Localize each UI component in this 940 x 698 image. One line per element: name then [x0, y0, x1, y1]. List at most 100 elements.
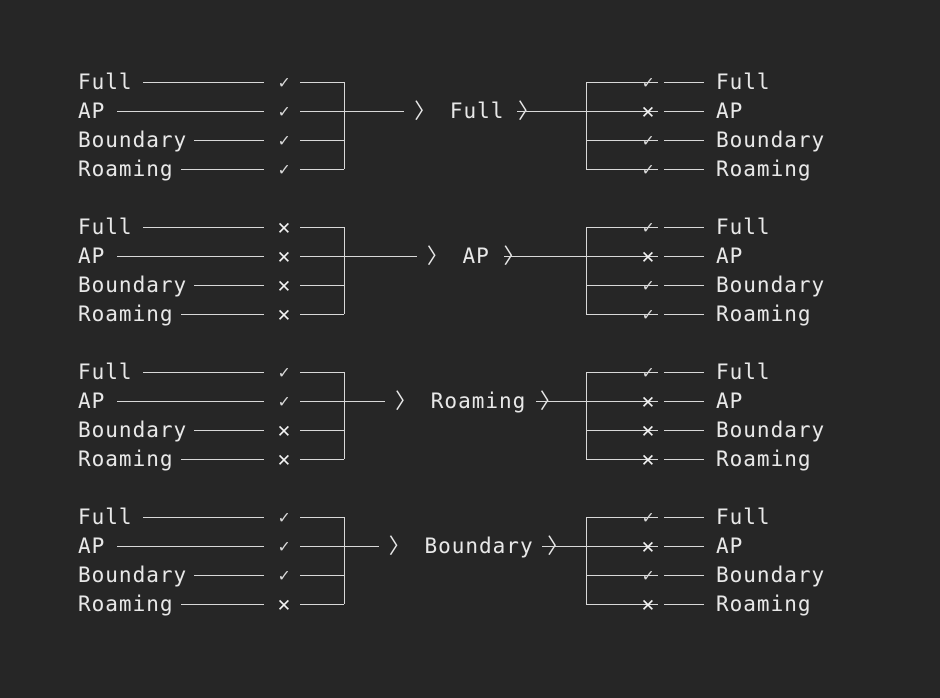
output-label: AP [716, 244, 744, 268]
input-stub [300, 546, 344, 547]
output-stub [586, 517, 658, 518]
input-label: Full [78, 70, 133, 94]
input-lead-wrap [78, 97, 264, 126]
output-label: Boundary [716, 128, 826, 152]
output-stub [586, 459, 658, 460]
input-stub [300, 111, 344, 112]
output-row: ✕AP [0, 532, 940, 561]
input-row: Roaming ✕ [0, 590, 940, 619]
center-connector-left [344, 111, 405, 112]
output-stub [586, 430, 658, 431]
output-bracket-spine [586, 517, 587, 604]
output-lead-line [664, 256, 704, 257]
output-stub [586, 604, 658, 605]
input-lead-wrap [78, 387, 264, 416]
output-stub [586, 314, 658, 315]
output-row: ✕ Roaming [0, 590, 940, 619]
input-lead-line [193, 140, 264, 141]
output-row: ✓ Roaming [0, 155, 940, 184]
output-stub [586, 256, 658, 257]
output-stub [586, 169, 658, 170]
input-label: Boundary [78, 418, 188, 442]
output-mark-no: ✕ [641, 592, 655, 616]
output-row: ✓Full [0, 358, 940, 387]
center-connector-right [516, 111, 586, 112]
input-lead-wrap [78, 445, 264, 474]
input-label: Roaming [78, 157, 174, 181]
transition-center-label: 〉 Boundary 〉 [388, 534, 570, 558]
input-row: Boundary✓ [0, 126, 940, 155]
output-lead-wrap [664, 155, 710, 184]
output-row: ✓ Boundary [0, 271, 940, 300]
input-lead-wrap [78, 532, 264, 561]
input-lead-line [117, 111, 264, 112]
input-label: Roaming [78, 302, 174, 326]
output-lead-wrap [664, 416, 710, 445]
input-row: Roaming ✕ [0, 300, 940, 329]
output-mark-yes: ✓ [642, 275, 654, 296]
center-connector-left [344, 256, 417, 257]
output-label: Boundary [716, 563, 826, 587]
input-row: Full✓ [0, 503, 940, 532]
input-row: Full ✓ [0, 68, 940, 97]
input-lead-wrap [78, 213, 264, 242]
input-lead-wrap [78, 126, 264, 155]
input-lead-line [142, 82, 264, 83]
input-mark-yes: ✓ [278, 536, 290, 557]
output-label: Boundary [716, 418, 826, 442]
input-stub [300, 169, 344, 170]
input-lead-line [180, 169, 264, 170]
input-lead-wrap [78, 590, 264, 619]
output-mark-no: ✕ [641, 418, 655, 442]
transition-center-label: 〉 AP 〉 [426, 244, 526, 268]
center-connector-right [542, 546, 586, 547]
input-stub [300, 256, 344, 257]
output-row: ✕ AP [0, 242, 940, 271]
input-stub [300, 314, 344, 315]
output-mark-no: ✕ [641, 447, 655, 471]
input-stub [300, 604, 344, 605]
input-lead-wrap [78, 242, 264, 271]
input-bracket-spine [344, 517, 345, 604]
output-lead-wrap [664, 97, 710, 126]
input-lead-line [180, 314, 264, 315]
input-stub [300, 227, 344, 228]
input-mark-yes: ✓ [278, 391, 290, 412]
output-mark-yes: ✓ [642, 72, 654, 93]
input-label: Full [78, 360, 133, 384]
output-label: Roaming [716, 157, 812, 181]
output-lead-line [664, 575, 704, 576]
input-lead-line [193, 575, 264, 576]
input-lead-wrap [78, 561, 264, 590]
input-lead-line [117, 401, 264, 402]
output-lead-line [664, 314, 704, 315]
output-lead-wrap [664, 387, 710, 416]
output-lead-wrap [664, 561, 710, 590]
input-mark-no: ✕ [277, 273, 291, 297]
output-row: ✓Full [0, 503, 940, 532]
center-connector-left [344, 546, 379, 547]
output-label: Roaming [716, 592, 812, 616]
output-mark-yes: ✓ [642, 304, 654, 325]
output-lead-line [664, 430, 704, 431]
input-lead-wrap [78, 503, 264, 532]
input-label: Boundary [78, 128, 188, 152]
input-mark-no: ✕ [277, 244, 291, 268]
output-label: Boundary [716, 273, 826, 297]
transition-center-label: 〉 Full 〉 [414, 99, 541, 123]
transition-group: Full✓AP✓Boundary✓Roaming✕✓Full✕AP✓Bounda… [0, 503, 940, 623]
output-lead-wrap [664, 242, 710, 271]
input-mark-no: ✕ [277, 302, 291, 326]
output-stub [586, 227, 658, 228]
center-connector-right [535, 401, 586, 402]
input-row: AP ✕ [0, 242, 940, 271]
output-lead-line [664, 546, 704, 547]
output-row: ✕Roaming [0, 445, 940, 474]
input-bracket-spine [344, 227, 345, 314]
input-row: Boundary✓ [0, 561, 940, 590]
output-label: Full [716, 505, 771, 529]
input-bracket-spine [344, 82, 345, 169]
output-mark-yes: ✓ [642, 159, 654, 180]
output-lead-line [664, 604, 704, 605]
output-mark-no: ✕ [641, 244, 655, 268]
